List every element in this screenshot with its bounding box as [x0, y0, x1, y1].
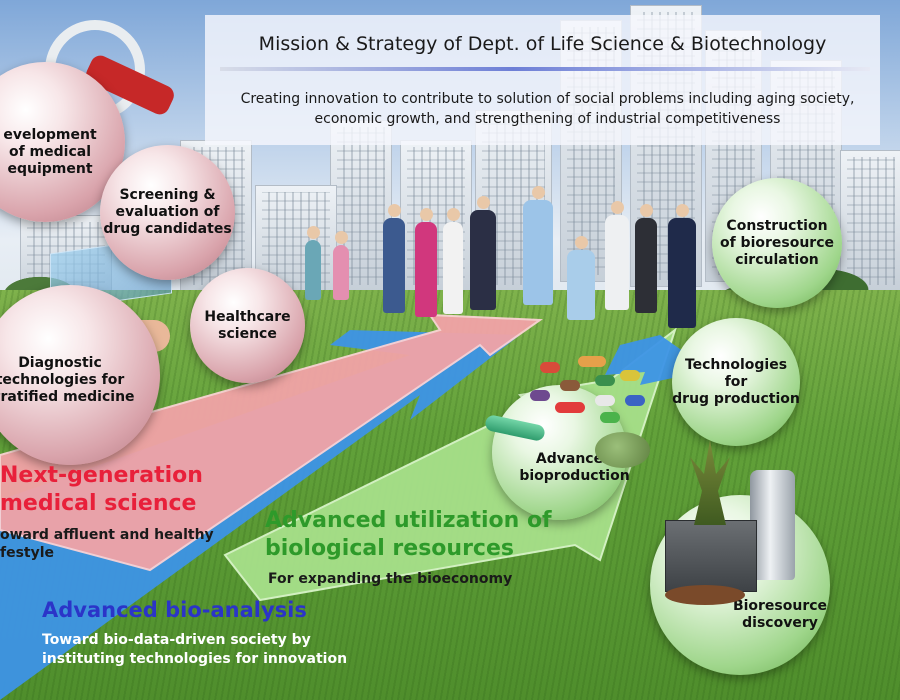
red-arrow [0, 313, 543, 572]
title-divider [220, 67, 870, 71]
bubble-drug-production: Technologies for drug production [672, 318, 800, 446]
medical-science-heading: Next-generation medical science [0, 463, 203, 516]
bubble-bioresource-discovery-label: Bioresource discovery [732, 598, 828, 631]
bioreactor-tank-icon [750, 470, 795, 580]
bubble-drug-screening-label: Screening & evaluation of drug candidate… [103, 187, 232, 237]
bubble-diagnostic: Diagnostic technologies for stratified m… [0, 285, 160, 465]
bubble-bioresource-circulation: Construction of bioresource circulation [712, 178, 842, 308]
bubble-healthcare-label: Healthcare science [204, 308, 291, 342]
biological-resources-heading: Advanced utilization of biological resou… [265, 508, 552, 561]
title-panel: Mission & Strategy of Dept. of Life Scie… [205, 15, 880, 145]
biological-resources-subheading: For expanding the bioeconomy [268, 571, 513, 587]
bubble-bioresource-circulation-label: Construction of bioresource circulation [719, 217, 835, 268]
bio-analysis-heading: Advanced bio-analysis [42, 598, 307, 622]
bubble-drug-screening: Screening & evaluation of drug candidate… [100, 145, 235, 280]
bubble-medical-equipment-label: evelopment of medical equipment [3, 126, 97, 177]
medical-science-subheading: oward affluent and healthy festyle [0, 527, 214, 561]
bubble-diagnostic-label: Diagnostic technologies for stratified m… [0, 354, 135, 405]
bubble-healthcare: Healthcare science [190, 268, 305, 383]
soil-crate-icon [665, 520, 757, 592]
bubble-drug-production-label: Technologies for drug production [672, 356, 800, 407]
page-title: Mission & Strategy of Dept. of Life Scie… [258, 33, 827, 55]
bubble-bioproduction-label: Advanced bioproduction [519, 450, 630, 484]
soil-pile-icon [665, 585, 745, 605]
mission-subtitle: Creating innovation to contribute to sol… [240, 91, 855, 127]
bio-analysis-subheading: Toward bio-data-driven society by instit… [42, 632, 348, 667]
seed-icon [595, 432, 650, 468]
